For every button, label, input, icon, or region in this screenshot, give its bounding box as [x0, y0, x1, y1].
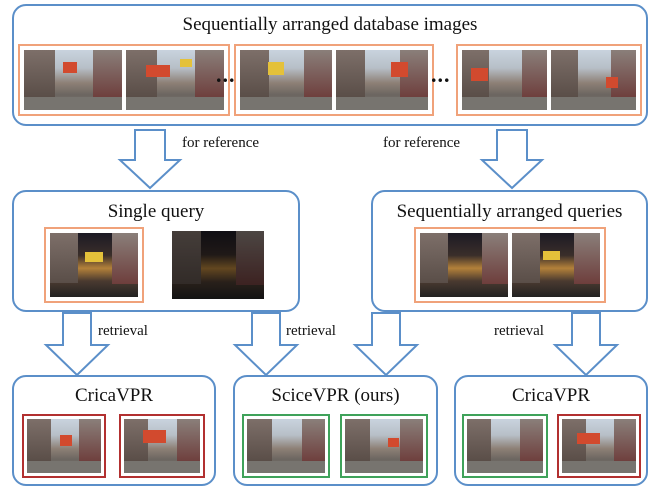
- for-reference-label-left: for reference: [182, 135, 260, 151]
- database-ellipsis-2: ...: [431, 62, 451, 87]
- query-image-dark: [172, 231, 264, 299]
- retrieval-label-middle: retrieval: [286, 323, 336, 339]
- database-title: Sequentially arranged database images: [182, 14, 478, 35]
- query-image: [50, 233, 138, 297]
- result-title-crica-left: CricaVPR: [74, 385, 154, 406]
- seq-query-image: [512, 233, 600, 297]
- database-image: [126, 50, 224, 110]
- database-image: [336, 50, 428, 110]
- database-group-1: [18, 44, 230, 116]
- seq-query-image: [420, 233, 508, 297]
- retrieval-label-right: retrieval: [494, 323, 544, 339]
- wrong-result-image: [119, 414, 205, 478]
- correct-result-image: [462, 414, 548, 478]
- arrow-single-to-crica-left: [43, 312, 111, 377]
- correct-result-image: [340, 414, 428, 478]
- for-reference-label-right: for reference: [383, 135, 461, 151]
- arrow-db-to-seq: [479, 129, 545, 190]
- arrow-single-to-scice: [232, 312, 300, 377]
- seq-queries-title: Sequentially arranged queries: [396, 201, 623, 222]
- result-title-scice: SciceVPR (ours): [271, 385, 400, 406]
- result-title-crica-right: CricaVPR: [511, 385, 591, 406]
- arrow-seq-to-scice: [352, 312, 420, 377]
- correct-result-image: [242, 414, 330, 478]
- wrong-result-image: [22, 414, 106, 478]
- database-image: [240, 50, 332, 110]
- database-group-2: [234, 44, 434, 116]
- single-query-title: Single query: [107, 201, 205, 222]
- database-image: [24, 50, 122, 110]
- arrow-seq-to-crica-right: [552, 312, 620, 377]
- wrong-result-image: [557, 414, 641, 478]
- database-image: [551, 50, 636, 110]
- database-group-3: [456, 44, 642, 116]
- retrieval-label-left: retrieval: [98, 323, 148, 339]
- database-image: [462, 50, 547, 110]
- database-ellipsis-1: ...: [216, 62, 236, 87]
- query-image-frame: [44, 227, 144, 303]
- arrow-db-to-single: [117, 129, 183, 190]
- seq-query-frame: [414, 227, 606, 303]
